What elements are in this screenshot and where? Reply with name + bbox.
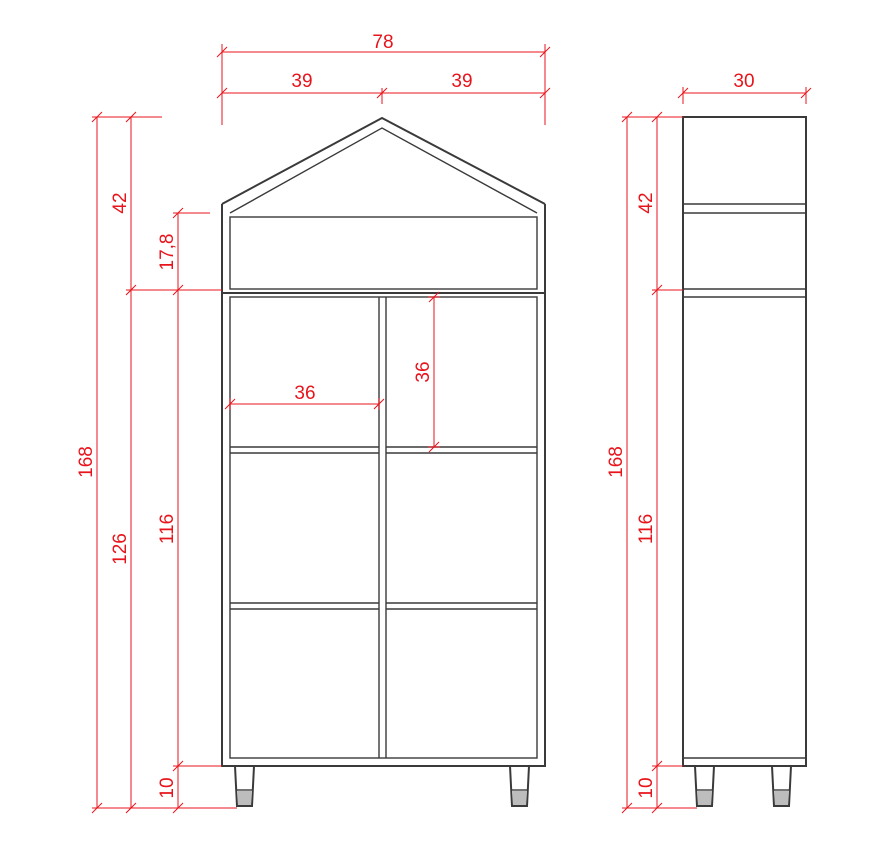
front-top-compartment (229, 216, 538, 290)
side-dim-roof-height-label: 42 (636, 192, 657, 213)
dim-half-width-right-label: 39 (451, 71, 472, 92)
side-dim-overall-height: 168 (606, 111, 697, 814)
dim-shelf-section-label: 116 (157, 514, 178, 544)
side-dim-leg-height-label: 10 (636, 777, 657, 798)
front-roof-outer (221, 116, 546, 205)
front-leg-left (234, 765, 255, 807)
dim-depth: 30 (677, 71, 812, 104)
dim-top-compartment-label: 17,8 (157, 234, 178, 271)
front-body-outer (221, 204, 546, 767)
side-dimensions: 30 168 42 116 10 (606, 71, 812, 814)
dim-overall-width-label: 78 (372, 32, 393, 53)
dim-half-width-left-label: 39 (291, 71, 312, 92)
dim-roof-body: 42 126 (110, 111, 222, 814)
dim-leg-height-label: 10 (157, 777, 178, 798)
front-view (221, 116, 546, 807)
side-dim-shelf-section-label: 116 (636, 514, 657, 544)
dim-depth-label: 30 (733, 71, 754, 92)
dim-cell-height-label: 36 (413, 361, 434, 382)
dim-body-height-label: 126 (110, 533, 131, 565)
dim-cell-height: 36 (413, 291, 440, 453)
side-dim-sections: 42 116 10 (636, 111, 683, 814)
side-leg-left (694, 765, 715, 807)
dim-overall-height: 168 (76, 111, 237, 814)
front-inner-body (229, 296, 538, 759)
front-roof-inner (229, 127, 538, 214)
dim-half-widths: 39 39 (216, 71, 551, 104)
dim-roof-height-label: 42 (110, 192, 131, 213)
side-body-outer (682, 116, 807, 767)
side-view (682, 116, 807, 807)
front-dimensions: 78 39 39 168 42 126 (76, 32, 551, 814)
dim-overall-width: 78 (216, 32, 551, 125)
side-leg-right (771, 765, 792, 807)
front-leg-right (509, 765, 530, 807)
dim-cell-width-label: 36 (294, 383, 315, 404)
dim-cell-width: 36 (224, 383, 385, 410)
dim-compartments: 17,8 116 10 (157, 207, 222, 814)
dim-overall-height-label: 168 (76, 446, 97, 478)
side-dim-overall-height-label: 168 (606, 446, 627, 478)
